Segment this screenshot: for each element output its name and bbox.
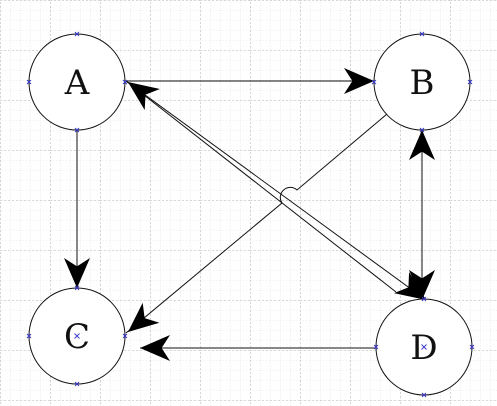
nodes-layer: A B C D — [26, 31, 475, 398]
arrowhead-a-to-d — [394, 272, 426, 300]
connection-point-icon — [419, 31, 425, 37]
node-label-c: C — [64, 317, 90, 357]
arrowhead-d-to-a — [128, 82, 160, 111]
connection-point-icon — [421, 392, 427, 398]
edge-line-b-c[interactable] — [125, 113, 388, 334]
connection-point-icon — [467, 79, 473, 85]
arrowhead-d-to-b — [409, 130, 435, 160]
connection-point-icon — [122, 79, 128, 85]
connection-point-icon — [26, 333, 32, 339]
connection-point-icon — [421, 296, 427, 302]
connection-point-icon — [26, 79, 32, 85]
arrowhead-d-to-c — [140, 335, 170, 361]
node-label-a: A — [64, 63, 90, 103]
connection-point-icon — [373, 344, 379, 350]
arrowhead-b-to-d — [409, 270, 435, 300]
center-marker-icon — [74, 333, 80, 339]
connection-point-icon — [74, 127, 80, 133]
node-b[interactable]: B — [371, 31, 473, 133]
center-marker-icon — [421, 344, 427, 350]
node-label-b: B — [410, 63, 435, 103]
node-label-d: D — [410, 328, 437, 368]
edge-line-d-a[interactable] — [125, 80, 397, 293]
node-a[interactable]: A — [26, 31, 128, 133]
connection-point-icon — [469, 344, 475, 350]
arrowhead-a-to-b — [344, 68, 374, 94]
connection-point-icon — [371, 79, 377, 85]
connection-point-icon — [74, 31, 80, 37]
connection-point-icon — [74, 381, 80, 387]
edges-layer — [64, 68, 435, 361]
arrowhead-a-to-c — [64, 258, 90, 288]
arrowhead-b-to-c — [128, 302, 160, 332]
connection-point-icon — [74, 285, 80, 291]
edge-line-a-d[interactable] — [125, 80, 427, 301]
connection-point-icon — [419, 127, 425, 133]
connection-point-icon — [122, 333, 128, 339]
